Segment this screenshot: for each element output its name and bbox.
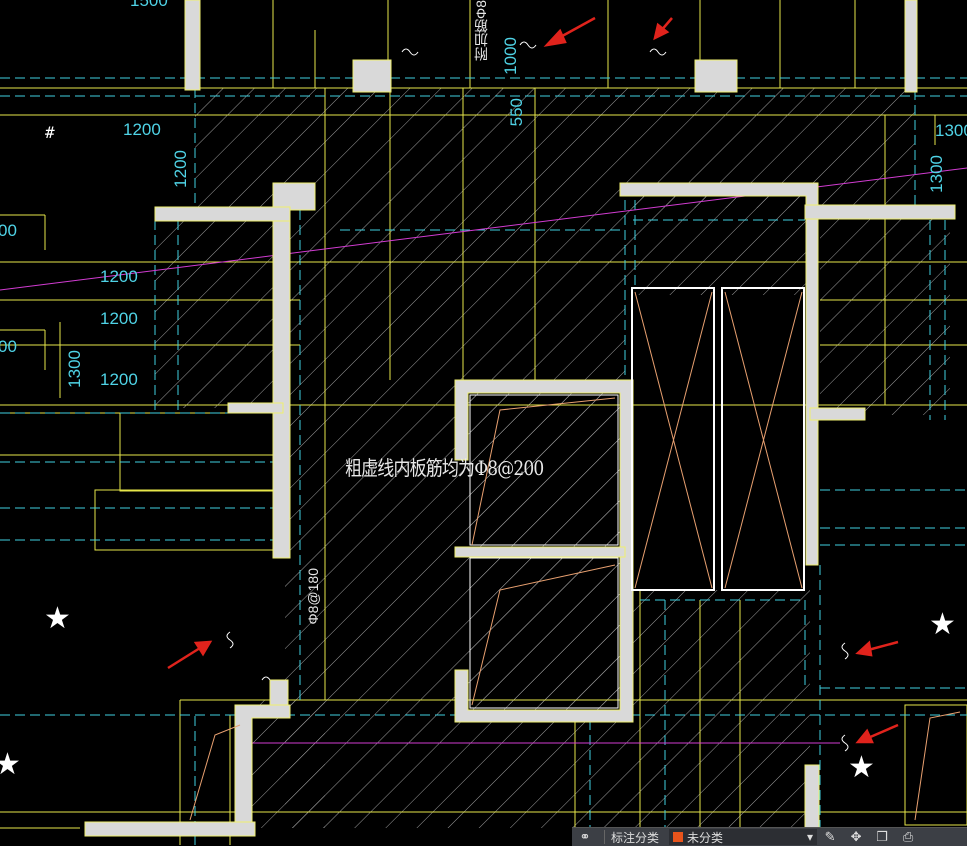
dim-label: 00	[0, 337, 17, 356]
dim-label: 550	[507, 98, 526, 127]
top-rebar-note: 附加筋Φ8	[473, 0, 489, 61]
filter-label: 标注分类	[611, 830, 660, 845]
star-icon: ★	[848, 750, 875, 785]
category-value: 未分类	[687, 830, 724, 845]
wall-outlines	[469, 394, 619, 709]
break-marks	[226, 41, 849, 752]
dim-label: 1200	[171, 150, 190, 188]
star-icon: ★	[0, 747, 21, 782]
hatched-slab	[155, 88, 950, 828]
dim-label: 1300	[65, 350, 84, 388]
dim-label: 1500	[130, 0, 168, 10]
annotation-arrows	[167, 16, 899, 744]
elevator-shafts	[631, 287, 805, 591]
category-dropdown[interactable]: 未分类 ▾	[669, 829, 818, 845]
star-icon: ★	[929, 607, 956, 642]
dim-label: 1200	[100, 370, 138, 389]
dim-label: 1200	[123, 120, 161, 139]
chevron-down-icon: ▾	[806, 830, 814, 844]
stair-lines	[189, 397, 961, 821]
star-icon: ★	[44, 601, 71, 636]
edit-icon[interactable]: ✎	[824, 829, 836, 844]
dim-label: 00	[0, 221, 17, 240]
rebar-label: Φ8@180	[305, 568, 321, 625]
export-icon[interactable]: ⎙	[902, 829, 914, 844]
dim-label: 1200	[100, 267, 138, 286]
walls	[84, 0, 956, 845]
dim-label: 1300	[927, 155, 946, 193]
slab-rebar-note: 粗虚线内板筋均为Φ8@200	[345, 456, 544, 480]
cyan-dashed-lines	[0, 77, 967, 845]
dim-label: 1000	[501, 37, 520, 75]
dim-label: 1200	[100, 309, 138, 328]
dim-label: 1300	[935, 121, 967, 140]
move-icon[interactable]: ✥	[850, 829, 862, 844]
annotation-toolbar: ⚭ 标注分类 未分类 ▾ ✎ ✥ ❐ ⎙	[572, 827, 967, 846]
link-icon[interactable]: ⚭	[579, 829, 591, 844]
toolbar-divider	[604, 830, 605, 844]
copy-icon[interactable]: ❐	[876, 829, 888, 844]
hash-mark: #	[45, 123, 55, 142]
category-color-swatch	[673, 832, 684, 842]
